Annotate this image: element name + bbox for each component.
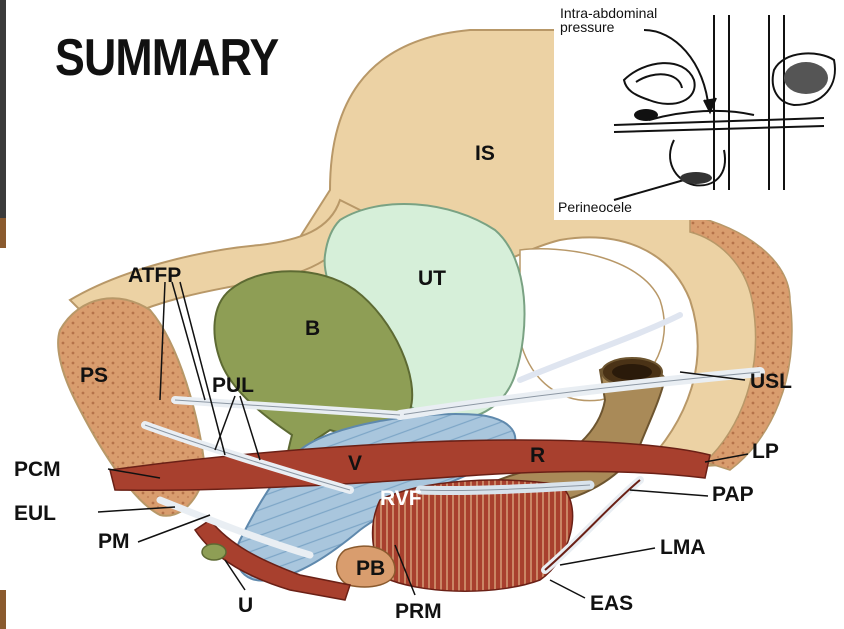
label-u: U (238, 594, 253, 617)
label-atfp: ATFP (128, 264, 181, 287)
inset-label-perineocele: Perineocele (558, 199, 632, 215)
label-rvf: RVF (380, 487, 422, 510)
label-pm: PM (98, 530, 130, 553)
label-usl: USL (750, 370, 792, 393)
label-lma: LMA (660, 536, 706, 559)
label-pap: PAP (712, 483, 754, 506)
label-ps: PS (80, 364, 108, 387)
inset-label-pressure-line2: pressure (560, 19, 615, 35)
label-pul: PUL (212, 374, 254, 397)
label-eas: EAS (590, 592, 633, 615)
label-lp: LP (752, 440, 779, 463)
label-v: V (348, 452, 362, 475)
label-prm: PRM (395, 600, 442, 623)
label-eul: EUL (14, 502, 56, 525)
label-ut: UT (418, 267, 446, 290)
slide-title: SUMMARY (55, 28, 278, 88)
label-pcm: PCM (14, 458, 61, 481)
inset-figure: Intra-abdominal pressure Perineocele (554, 0, 844, 220)
label-r: R (530, 444, 545, 467)
label-pb: PB (356, 557, 385, 580)
urethra-opening (202, 544, 226, 560)
label-is: IS (475, 142, 495, 165)
label-b: B (305, 317, 320, 340)
